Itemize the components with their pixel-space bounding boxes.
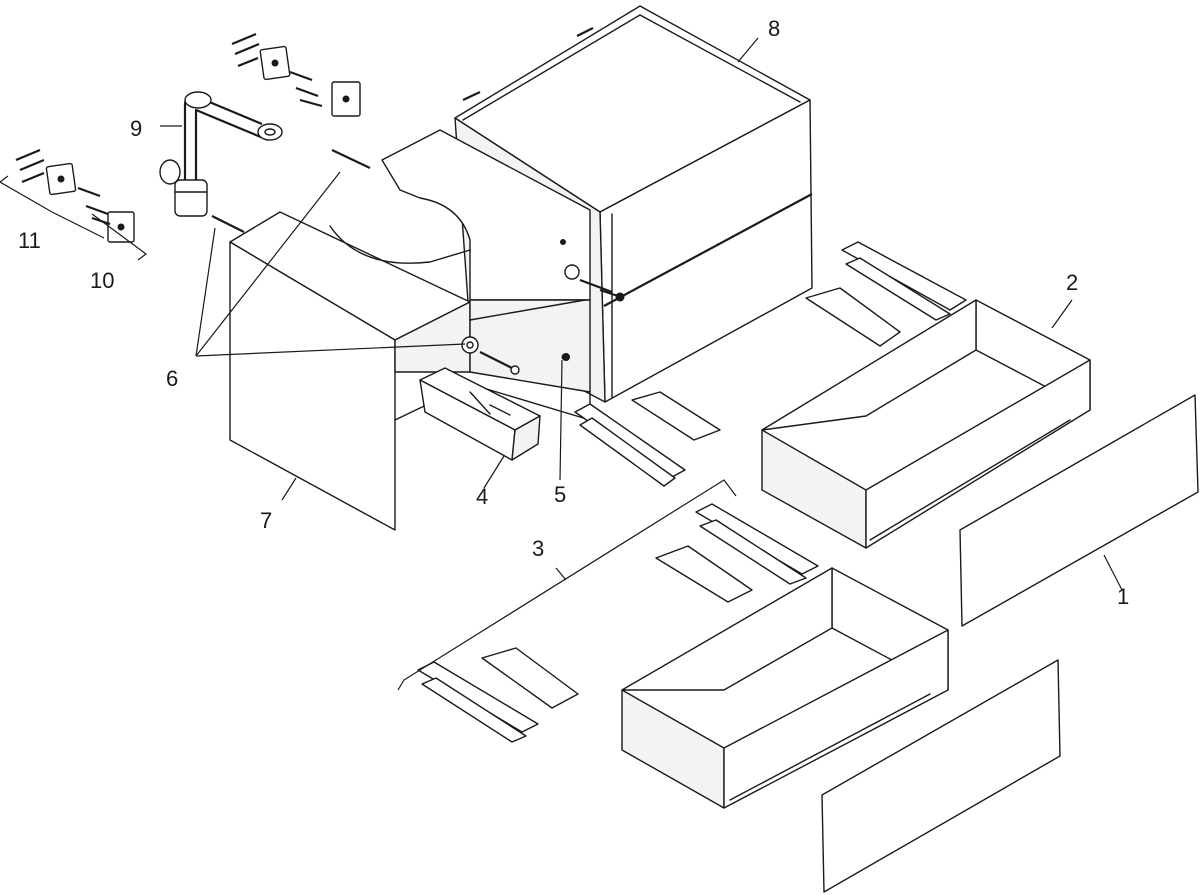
callout-7: 7 [260,508,272,533]
leader-lines [0,37,1123,691]
callout-8: 8 [768,16,780,41]
drawer-box-lower [621,567,949,809]
callout-9: 9 [130,116,142,141]
part-5-cabinet-hole [562,353,570,361]
part-4-utility-tray [419,367,541,461]
part-9-siphon [159,91,283,217]
part-6-bolts [211,149,613,375]
callout-3: 3 [532,536,544,561]
callout-5: 5 [554,482,566,507]
callout-2: 2 [1066,270,1078,295]
callout-6: 6 [166,366,178,391]
callout-labels: 1 2 3 4 5 6 7 8 9 10 11 [18,16,1129,609]
part-3-drawer-runners [417,241,967,743]
part-2-drawer-box-upper [761,299,1091,549]
part-10-11-mounting-hardware [15,32,361,243]
drawer-front-lower [821,659,1061,893]
callout-4: 4 [476,484,488,509]
callout-10: 10 [90,268,114,293]
callout-1: 1 [1117,584,1129,609]
part-1-drawer-front-upper [959,394,1199,627]
callout-11: 11 [18,228,41,253]
part-7-sink-base-cabinet [229,129,591,531]
